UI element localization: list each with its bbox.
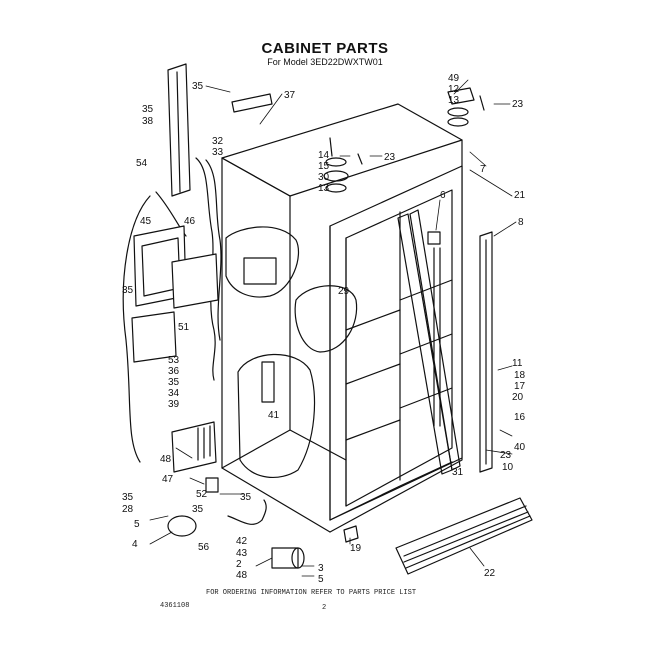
breaker-strips xyxy=(397,209,493,475)
callout-22: 22 xyxy=(484,568,496,579)
callout-38: 38 xyxy=(142,116,154,127)
diagram-title: CABINET PARTS xyxy=(261,40,389,57)
bottom-parts xyxy=(167,477,533,575)
callout-43: 43 xyxy=(236,548,248,559)
callout-35: 35 xyxy=(192,504,204,515)
cabinet-shell xyxy=(221,103,463,533)
callout-13: 13 xyxy=(318,183,330,194)
callout-33: 33 xyxy=(212,147,224,158)
callout-36: 36 xyxy=(168,366,180,377)
callout-29: 29 xyxy=(338,286,350,297)
callout-42: 42 xyxy=(236,536,248,547)
callout-53: 53 xyxy=(168,355,180,366)
callout-15: 15 xyxy=(318,161,330,172)
callout-54: 54 xyxy=(136,158,148,169)
callout-21: 21 xyxy=(514,190,526,201)
callout-48: 48 xyxy=(160,454,172,465)
callout-23: 23 xyxy=(512,99,524,110)
callout-20: 20 xyxy=(512,392,524,403)
top-hinge-parts xyxy=(231,87,485,193)
footer-ordering-note: FOR ORDERING INFORMATION REFER TO PARTS … xyxy=(206,589,417,597)
callout-23: 23 xyxy=(384,152,396,163)
callout-5: 5 xyxy=(318,574,324,585)
leader-lines xyxy=(149,79,517,577)
callout-39: 39 xyxy=(168,399,180,410)
callout-35: 35 xyxy=(122,285,134,296)
callout-3: 3 xyxy=(318,563,324,574)
footer-code: 4361108 xyxy=(160,602,190,610)
callout-5: 5 xyxy=(134,519,140,530)
callout-52: 52 xyxy=(196,489,208,500)
callout-47: 47 xyxy=(162,474,174,485)
callout-8: 8 xyxy=(518,217,524,228)
callout-48: 48 xyxy=(236,570,248,581)
callout-13: 13 xyxy=(448,95,460,106)
callout-11: 11 xyxy=(512,358,523,369)
page-number: 2 xyxy=(322,604,327,612)
callout-12: 12 xyxy=(448,84,460,95)
callout-35: 35 xyxy=(192,81,204,92)
callout-35: 35 xyxy=(240,492,252,503)
callout-10: 10 xyxy=(502,462,514,473)
callout-18: 18 xyxy=(514,370,526,381)
callout-56: 56 xyxy=(198,542,210,553)
callout-51: 51 xyxy=(178,322,190,333)
callout-2: 2 xyxy=(236,559,242,570)
model-line: For Model 3ED22DWXTW01 xyxy=(267,57,383,67)
callout-46: 46 xyxy=(184,216,196,227)
callout-28: 28 xyxy=(122,504,134,515)
callout-19: 19 xyxy=(350,543,362,554)
callout-30: 30 xyxy=(318,172,330,183)
callout-37: 37 xyxy=(284,90,296,101)
left-trim-strip xyxy=(167,63,191,197)
callout-17: 17 xyxy=(514,381,526,392)
callout-34: 34 xyxy=(168,388,180,399)
callout-32: 32 xyxy=(212,136,224,147)
callout-23: 23 xyxy=(500,450,512,461)
cabinet-side-cutouts xyxy=(225,226,358,478)
wiring-harness xyxy=(122,157,222,473)
callout-35: 35 xyxy=(168,377,180,388)
callout-31: 31 xyxy=(452,467,464,478)
callout-49: 49 xyxy=(448,73,460,84)
callout-14: 14 xyxy=(318,150,330,161)
callout-35: 35 xyxy=(142,104,154,115)
callout-41: 41 xyxy=(268,410,280,421)
callout-16: 16 xyxy=(514,412,526,423)
callout-45: 45 xyxy=(140,216,152,227)
callout-7: 7 xyxy=(480,164,486,175)
callout-35: 35 xyxy=(122,492,134,503)
callout-4: 4 xyxy=(132,539,138,550)
callout-6: 6 xyxy=(440,190,446,201)
callout-40: 40 xyxy=(514,442,526,453)
